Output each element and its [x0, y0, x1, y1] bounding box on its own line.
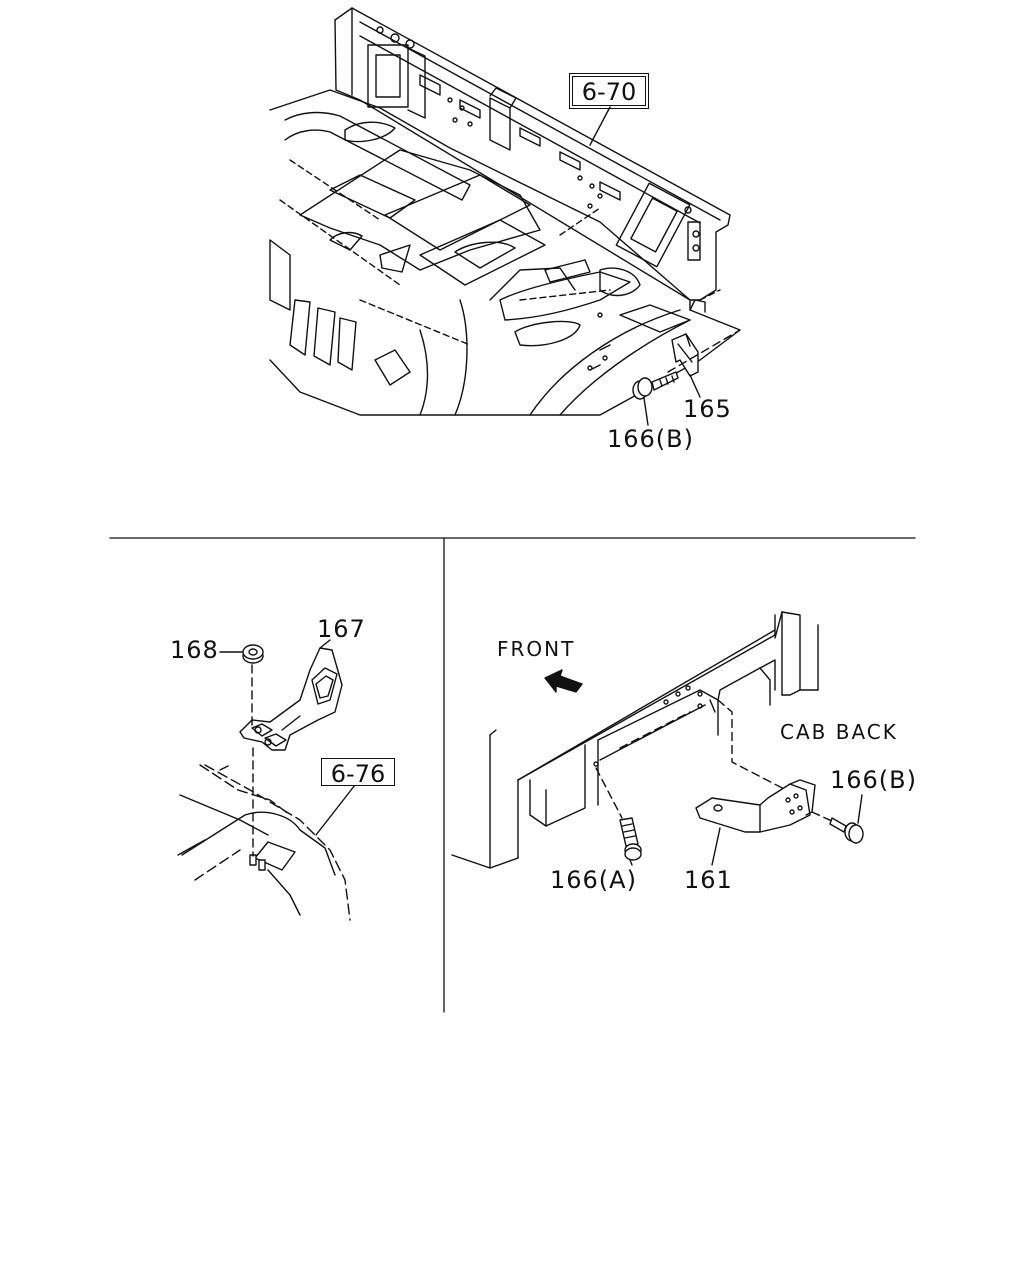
panel-cutout-left: [368, 45, 408, 107]
callout-161: 161: [684, 866, 733, 894]
leader-166a: [630, 860, 632, 865]
bottom-right-assembly: [452, 612, 818, 868]
part-166a-bolt: [596, 768, 641, 860]
top-floor-assembly: [270, 8, 740, 415]
ref-box-6-76-text: 6-76: [330, 760, 386, 788]
front-label: FRONT: [497, 637, 576, 661]
leader-165: [690, 375, 700, 397]
callout-165: 165: [683, 395, 732, 423]
part-167-bracket: [240, 648, 342, 750]
part-161-bracket: [696, 780, 815, 832]
assembly-line-top: [668, 330, 740, 372]
back-panel-lower-edge: [335, 20, 690, 300]
callout-168: 168: [170, 636, 219, 664]
callout-166b-right: 166(B): [830, 766, 917, 794]
bottom-left-assembly: [178, 765, 350, 920]
part-165-bracket: [672, 334, 698, 376]
callout-166b-top: 166(B): [607, 425, 694, 453]
leader-6-76: [316, 785, 355, 835]
ref-box-6-70-text: 6-70: [581, 78, 637, 106]
leader-6-70: [590, 107, 610, 145]
callout-166a: 166(A): [550, 866, 637, 894]
part-168-nut: [243, 645, 263, 663]
part-166b-bolt-right: [812, 812, 863, 843]
ref-box-6-76: 6-76: [321, 758, 395, 786]
panel-cutout-right: [616, 183, 689, 266]
part-166b-bolt-top: [633, 372, 678, 399]
floor-outline: [270, 90, 740, 415]
leader-161: [712, 828, 720, 865]
leader-166b-right: [858, 795, 862, 823]
panel-top-flange: [360, 22, 720, 220]
floor-tunnel: [300, 150, 540, 270]
leader-167: [320, 640, 330, 648]
front-arrow-icon: [545, 670, 582, 692]
ref-box-6-70: 6-70: [569, 73, 649, 109]
leader-166b-top: [644, 398, 648, 425]
cab-back-label: CAB BACK: [780, 720, 898, 744]
callout-167: 167: [317, 615, 366, 643]
